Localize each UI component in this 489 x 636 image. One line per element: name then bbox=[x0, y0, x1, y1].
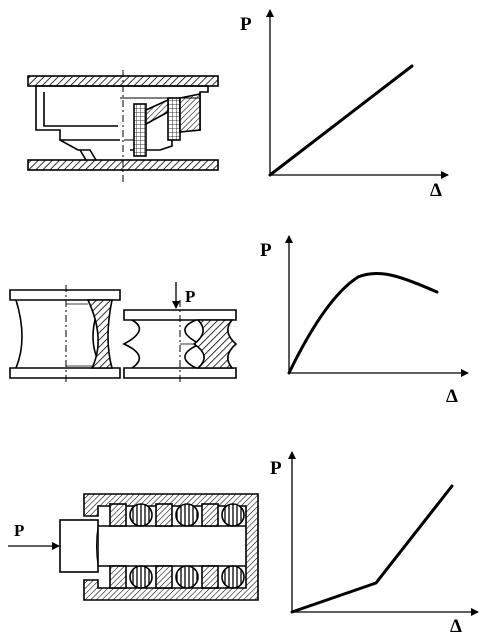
panel-3-load-label: P bbox=[14, 521, 24, 540]
bushing-loaded bbox=[122, 300, 238, 384]
graph-1-x-label: Δ bbox=[430, 180, 442, 201]
spring-row-bottom bbox=[109, 565, 245, 589]
bushing-unloaded-section bbox=[86, 299, 114, 369]
buffer-housing bbox=[83, 493, 259, 601]
panel-2-bushing-drawings bbox=[9, 282, 238, 384]
bushing-loaded-section bbox=[192, 319, 238, 369]
graph-2: P Δ bbox=[260, 235, 469, 407]
graph-3: P Δ bbox=[270, 451, 479, 636]
graph-3-y-label: P bbox=[270, 458, 282, 479]
spring-row-top bbox=[109, 503, 245, 527]
bushing-unloaded bbox=[9, 285, 121, 384]
graph-3-curve bbox=[290, 484, 454, 614]
graph-3-x-label: Δ bbox=[450, 616, 462, 636]
graph-1-y-label: P bbox=[240, 14, 252, 35]
plunger bbox=[59, 519, 99, 573]
graph-2-x-label: Δ bbox=[446, 386, 458, 407]
graph-1: P Δ bbox=[240, 9, 449, 201]
graph-1-curve bbox=[268, 64, 414, 177]
graph-2-y-label: P bbox=[260, 240, 272, 261]
panel-1-mount-drawing bbox=[27, 70, 219, 182]
graph-2-curve bbox=[287, 271, 439, 375]
panel-2-load-label: P bbox=[185, 287, 195, 306]
rubber-element bbox=[133, 103, 147, 157]
panel-3-buffer-drawing bbox=[8, 493, 259, 601]
